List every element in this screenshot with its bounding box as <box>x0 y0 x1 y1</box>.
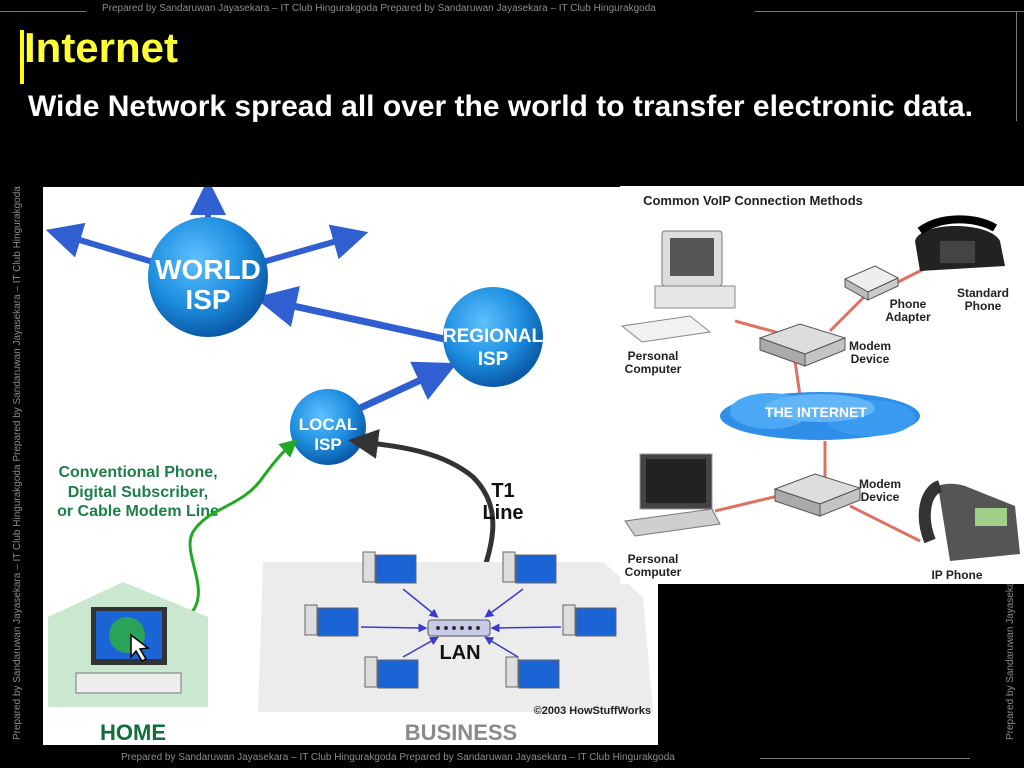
svg-text:Conventional Phone,: Conventional Phone, <box>58 464 217 481</box>
svg-text:Digital Subscriber,: Digital Subscriber, <box>68 484 208 501</box>
voip-diagram-svg: Common VoIP Connection Methods Personal <box>620 193 1020 582</box>
svg-text:Phone: Phone <box>890 297 927 311</box>
business-label: BUSINESS <box>405 720 517 745</box>
connection-types-label: Conventional Phone, Digital Subscriber, … <box>57 464 219 520</box>
t1-line-label: T1 Line <box>482 480 523 524</box>
standard-phone-icon <box>915 215 1005 271</box>
personal-computer-icon <box>620 230 736 343</box>
modem-device-icon-top <box>758 323 847 367</box>
watermark-left: Prepared by Sandaruwan Jayasekara – IT C… <box>12 186 23 740</box>
isp-hierarchy-diagram: WORLD ISP REGIONAL ISP LOCAL ISP Convent… <box>43 179 658 745</box>
svg-text:Computer: Computer <box>625 362 682 376</box>
top-rule-right <box>755 11 1024 12</box>
business-computer-icon <box>562 604 617 637</box>
world-isp-arrows <box>45 179 459 413</box>
svg-text:Adapter: Adapter <box>885 310 931 324</box>
modem-device-icon-bottom <box>773 473 862 517</box>
bottom-rule-right <box>760 758 970 759</box>
phone-adapter-icon <box>843 265 900 301</box>
isp-hierarchy-svg: WORLD ISP REGIONAL ISP LOCAL ISP Convent… <box>45 179 653 745</box>
svg-text:Line: Line <box>482 502 523 524</box>
personal-computer-label-bottom: Personal Computer <box>625 552 682 579</box>
voip-diagram-title: Common VoIP Connection Methods <box>643 193 863 208</box>
laptop-icon <box>624 453 721 537</box>
ip-phone-label: IP Phone <box>931 568 982 582</box>
business-computer-icon <box>304 604 359 637</box>
svg-text:Device: Device <box>861 490 900 504</box>
local-isp-ball: LOCAL ISP <box>290 389 366 465</box>
svg-text:Phone: Phone <box>965 299 1002 313</box>
right-rule <box>1016 11 1017 121</box>
modem-device-label-bottom: Modem Device <box>859 477 901 504</box>
svg-text:Personal: Personal <box>628 552 679 566</box>
top-rule-left <box>0 11 86 12</box>
business-computer-icon <box>362 551 417 584</box>
svg-text:ISP: ISP <box>478 349 509 370</box>
svg-text:Device: Device <box>851 352 890 366</box>
svg-text:Computer: Computer <box>625 565 682 579</box>
phone-adapter-label: Phone Adapter <box>885 297 931 324</box>
business-computer-icon <box>364 656 419 689</box>
slide-body-text: Wide Network spread all over the world t… <box>28 90 973 123</box>
home-connection-line <box>167 439 298 629</box>
slide-title: Internet <box>24 24 179 71</box>
world-isp-ball: WORLD ISP <box>148 217 268 337</box>
voip-diagram: Common VoIP Connection Methods Personal <box>620 186 1024 584</box>
svg-text:ISP: ISP <box>185 284 230 315</box>
svg-text:Modem: Modem <box>859 477 901 491</box>
internet-cloud-icon: THE INTERNET <box>720 392 920 440</box>
lan-label: LAN <box>439 642 480 664</box>
svg-text:ISP: ISP <box>314 435 341 454</box>
svg-text:Personal: Personal <box>628 349 679 363</box>
copyright-label: ©2003 HowStuffWorks <box>534 705 651 717</box>
svg-text:REGIONAL: REGIONAL <box>443 326 544 347</box>
ip-phone-icon <box>918 480 1020 561</box>
svg-text:Standard: Standard <box>957 286 1009 300</box>
svg-text:WORLD: WORLD <box>155 254 261 285</box>
svg-text:LOCAL: LOCAL <box>299 415 358 434</box>
business-area: LAN BUSINESS ©2 <box>258 551 653 745</box>
cursor-icon <box>130 633 150 662</box>
svg-text:Modem: Modem <box>849 339 891 353</box>
business-computer-icon <box>505 656 560 689</box>
watermark-top: Prepared by Sandaruwan Jayasekara – IT C… <box>102 3 656 14</box>
home-label: HOME <box>100 720 166 745</box>
business-computer-icon <box>502 551 557 584</box>
personal-computer-label-top: Personal Computer <box>625 349 682 376</box>
watermark-bottom: Prepared by Sandaruwan Jayasekara – IT C… <box>121 752 675 763</box>
title-accent-bar <box>20 30 24 84</box>
svg-text:THE INTERNET: THE INTERNET <box>765 404 867 420</box>
standard-phone-label: Standard Phone <box>957 286 1009 313</box>
modem-device-label-top: Modem Device <box>849 339 891 366</box>
svg-text:or Cable Modem Line: or Cable Modem Line <box>57 503 219 520</box>
lan-hub-icon <box>427 619 491 637</box>
regional-isp-ball: REGIONAL ISP <box>443 287 544 387</box>
home-area: HOME <box>48 582 208 745</box>
svg-text:T1: T1 <box>491 480 514 502</box>
